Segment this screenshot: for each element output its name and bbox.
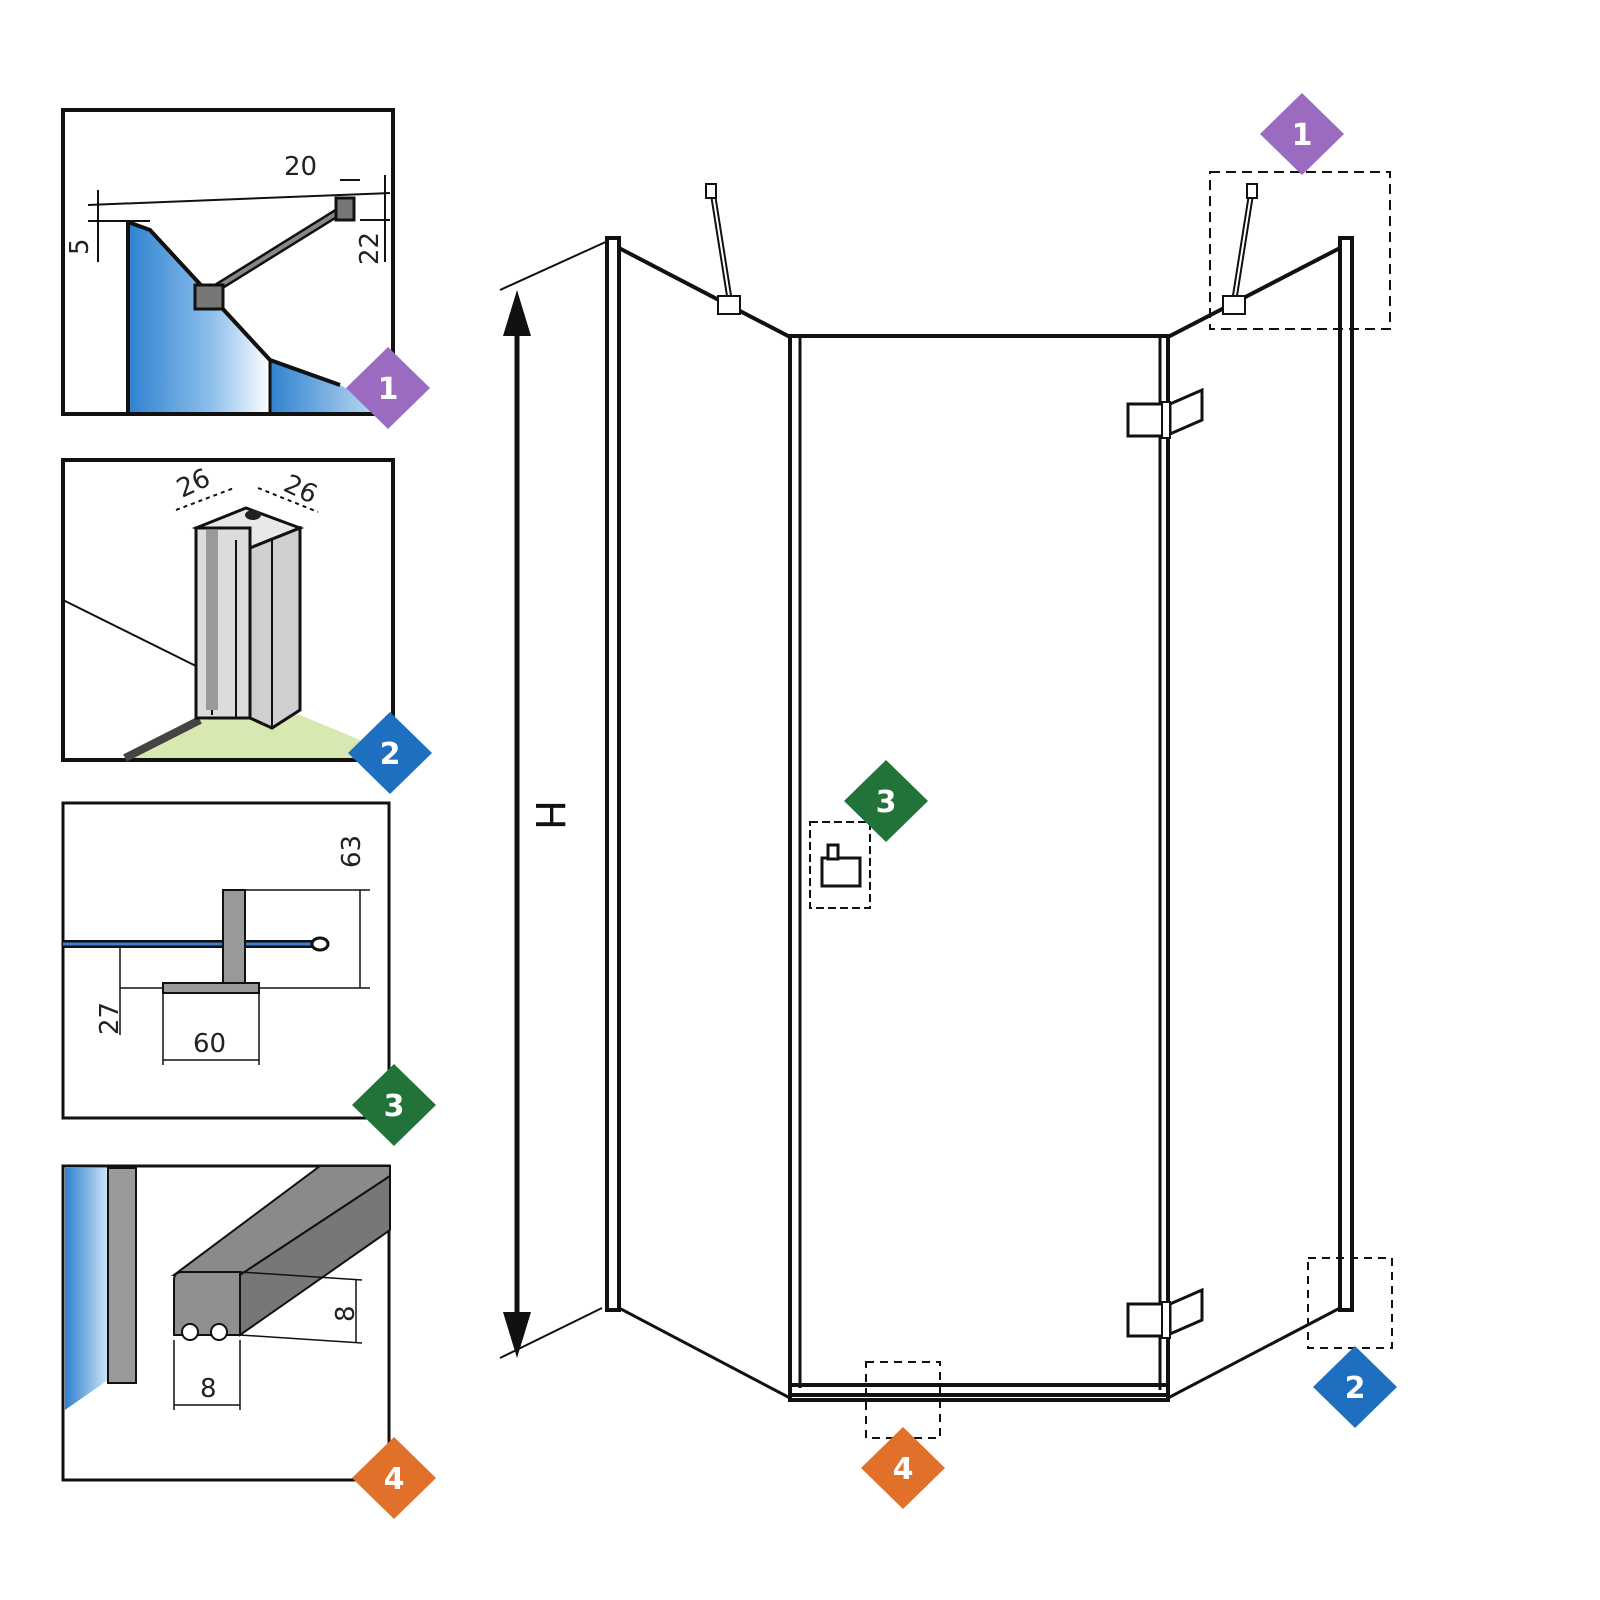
dim-22: 22: [355, 232, 385, 265]
svg-text:3: 3: [384, 1089, 405, 1124]
svg-text:2: 2: [1345, 1371, 1366, 1406]
svg-text:4: 4: [384, 1462, 405, 1497]
svg-text:4: 4: [893, 1452, 914, 1487]
dim-8-vertical: 8: [331, 1305, 361, 1322]
floor: [125, 715, 360, 758]
detail-panel-4: 8 8 4: [61, 1164, 436, 1519]
svg-text:2: 2: [380, 737, 401, 772]
detail-panel-1: 20 5 22 1: [61, 108, 430, 429]
dim-5: 5: [65, 238, 95, 255]
badge-3: 3: [352, 1064, 436, 1146]
dim-27: 27: [95, 1002, 125, 1035]
badge-4: 4: [352, 1437, 436, 1519]
dim-20: 20: [284, 152, 317, 182]
badge-1: 1: [346, 347, 430, 429]
detail-panel-3: 63 27 60 3: [61, 801, 436, 1146]
main-badge-3: 3: [844, 760, 928, 842]
glass-pane: [128, 222, 270, 412]
main-badge-2: 2: [1313, 1346, 1397, 1428]
dim-60: 60: [193, 1029, 226, 1059]
svg-text:3: 3: [876, 785, 897, 820]
badge-2: 2: [348, 712, 432, 794]
height-label: H: [526, 800, 572, 830]
detail-panel-2: 26 26 2: [61, 458, 432, 794]
svg-text:1: 1: [1292, 118, 1313, 153]
dim-8-horizontal: 8: [200, 1374, 217, 1404]
main-enclosure: H: [499, 93, 1397, 1509]
svg-text:1: 1: [378, 372, 399, 407]
main-badge-1: 1: [1260, 93, 1344, 175]
main-badge-4: 4: [861, 1427, 945, 1509]
dim-63: 63: [337, 835, 367, 868]
